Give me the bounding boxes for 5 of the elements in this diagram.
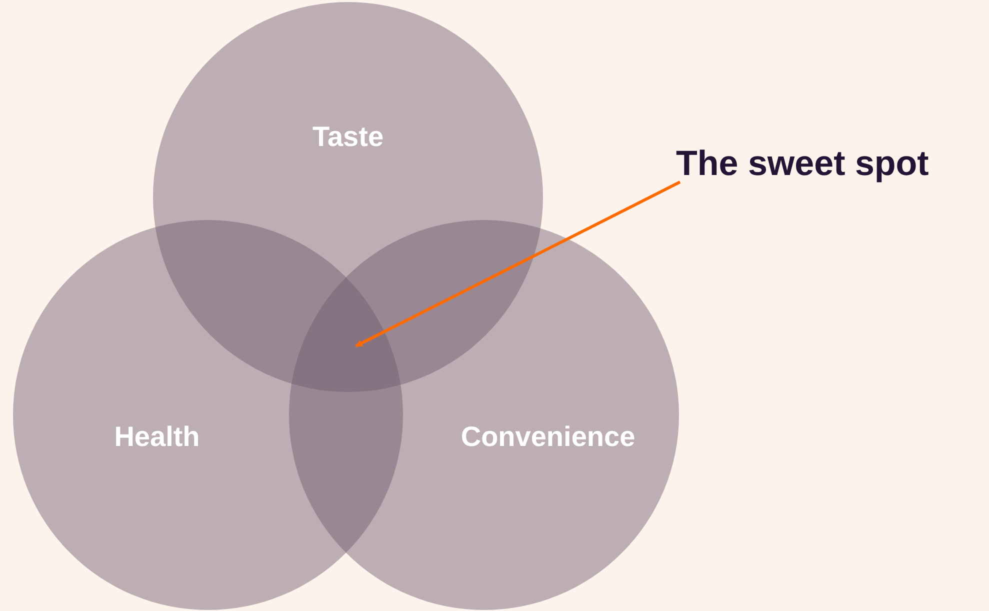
callout-text: The sweet spot	[676, 142, 929, 186]
circle-label: Convenience	[460, 420, 636, 454]
leader-arrow	[355, 180, 681, 348]
circle-label: Health	[114, 420, 200, 454]
circle-label: Taste	[312, 120, 384, 154]
